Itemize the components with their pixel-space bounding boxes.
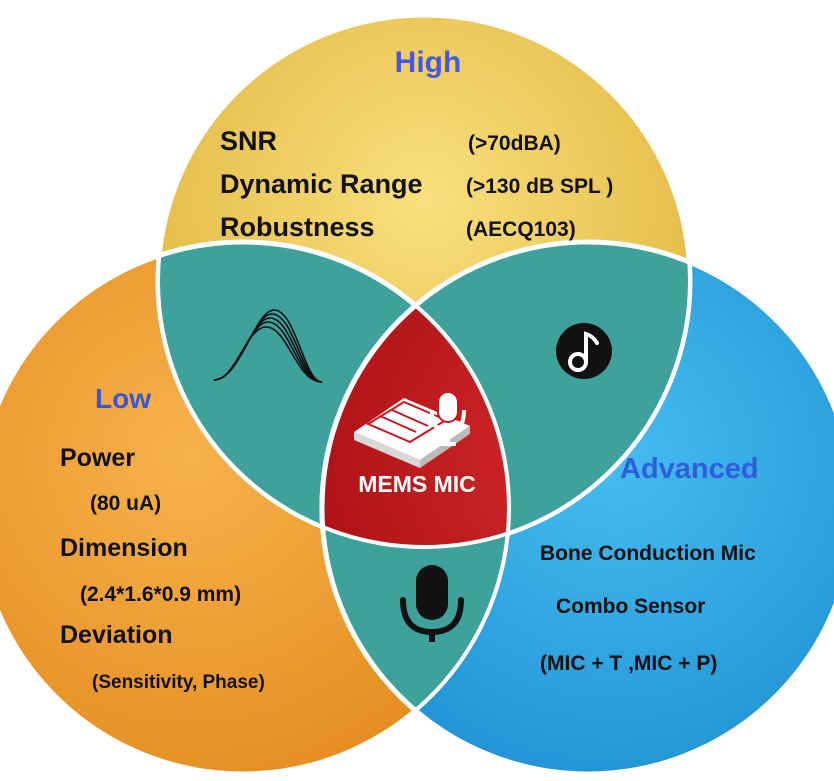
top-row-value-robustness: (AECQ103) [466, 218, 576, 241]
mems-chip-mic-icon [354, 391, 470, 468]
right-item-bone-conduction: Bone Conduction Mic [540, 542, 756, 565]
left-item-deviation-label: Deviation [60, 621, 173, 649]
center-label: MEMS MIC [358, 471, 476, 497]
left-item-dimension-label: Dimension [60, 534, 188, 562]
microphone-icon [400, 565, 464, 642]
right-heading: Advanced [620, 453, 759, 485]
left-heading: Low [95, 383, 151, 414]
left-item-dimension-detail: (2.4*1.6*0.9 mm) [80, 583, 241, 606]
top-heading: High [395, 46, 462, 79]
sound-wave-icon [213, 309, 323, 383]
left-item-power-detail: (80 uA) [90, 492, 161, 515]
left-item-deviation-detail: (Sensitivity, Phase) [92, 672, 265, 693]
top-row-value-snr: (>70dBA) [468, 132, 561, 155]
music-note-icon [556, 323, 612, 379]
top-row-label-snr: SNR [220, 126, 277, 156]
right-item-combo-sensor: Combo Sensor [556, 595, 705, 618]
left-item-power-label: Power [60, 444, 135, 472]
top-row-label-robustness: Robustness [220, 212, 375, 242]
right-item-combo-detail: (MIC + T ,MIC + P) [540, 652, 717, 675]
top-row-value-dynamic-range: (>130 dB SPL ) [466, 175, 613, 198]
top-row-label-dynamic-range: Dynamic Range [220, 169, 423, 199]
